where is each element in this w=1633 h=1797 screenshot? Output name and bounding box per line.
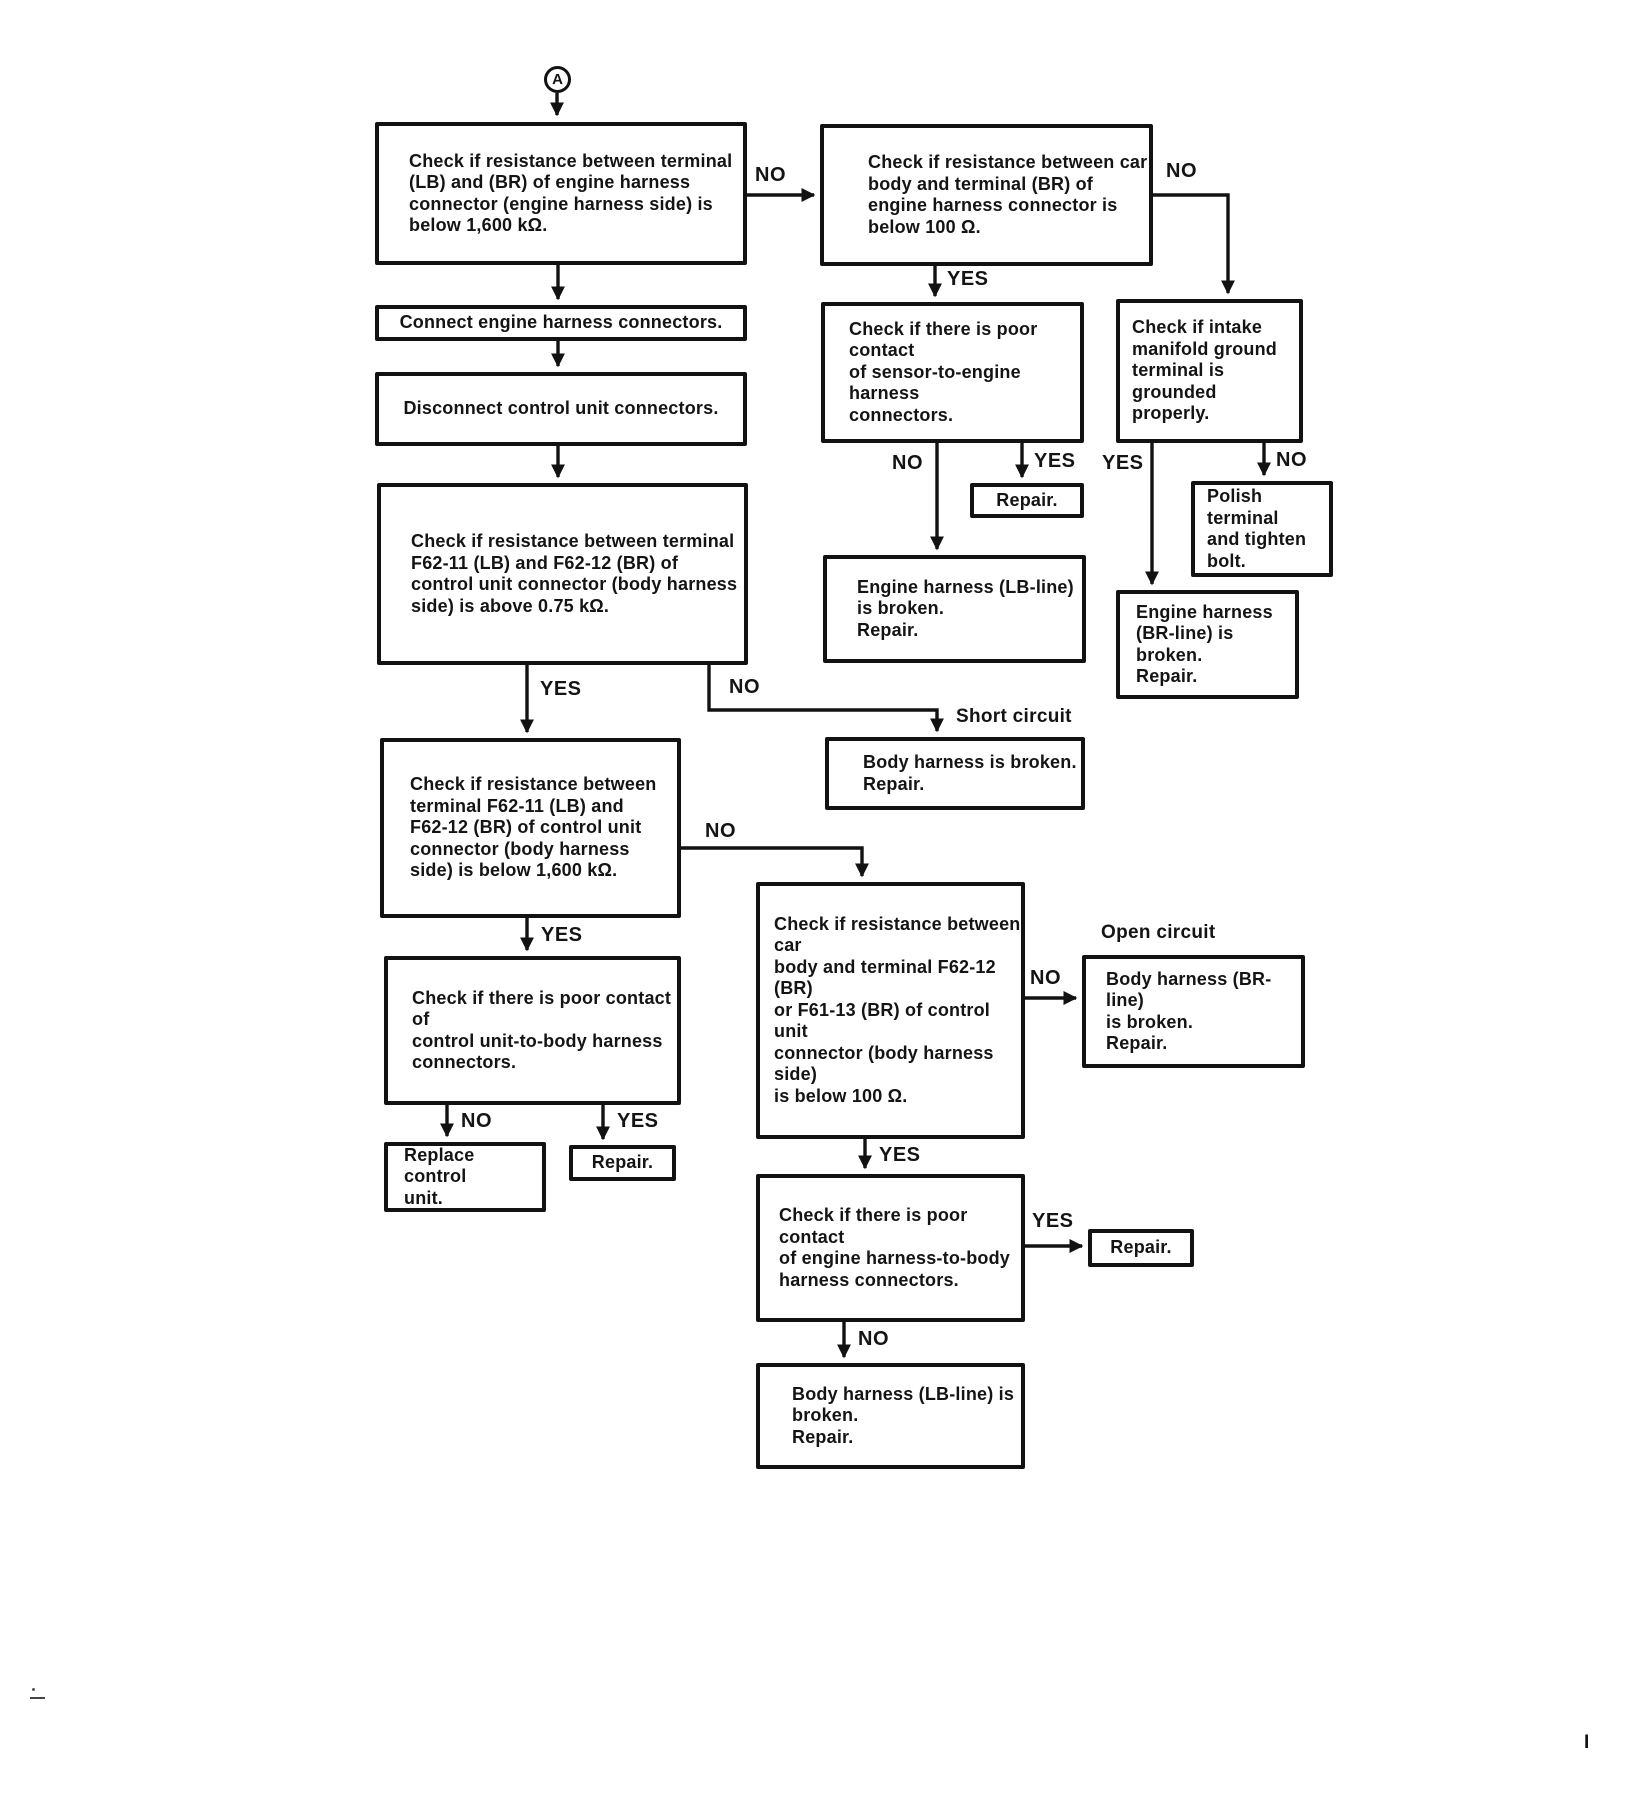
annotation-short-circuit: Short circuit xyxy=(956,706,1072,727)
edge-label-no: NO xyxy=(755,164,786,186)
node-repair-engine-body: Repair. xyxy=(1088,1229,1194,1267)
edge-label-yes: YES xyxy=(540,678,582,700)
node-body-harness-br-broken: Body harness (BR-line) is broken. Repair… xyxy=(1082,955,1305,1068)
edge-label-no: NO xyxy=(729,676,760,698)
edge-label-no: NO xyxy=(1030,967,1061,989)
node-engine-harness-br-broken: Engine harness (BR-line) is broken. Repa… xyxy=(1116,590,1299,699)
node-check-engine-harness-lb-br: Check if resistance between terminal (LB… xyxy=(375,122,747,265)
node-text: Repair. xyxy=(996,489,1058,510)
edge-label-no: NO xyxy=(858,1328,889,1350)
node-text: Replace control unit. xyxy=(404,1144,475,1208)
scan-mark-dot xyxy=(32,1688,35,1691)
node-text: Repair. xyxy=(591,1152,654,1173)
node-check-f62-below-1600: Check if resistance between terminal F62… xyxy=(380,738,681,918)
page-corner-tick: I xyxy=(1584,1732,1590,1753)
edge-label-yes: YES xyxy=(1032,1210,1074,1232)
node-text: Repair. xyxy=(1110,1237,1172,1258)
node-text: Connect engine harness connectors. xyxy=(399,312,723,333)
node-text: Body harness is broken. Repair. xyxy=(863,752,1077,794)
edge-label-no: NO xyxy=(1276,449,1307,471)
edge-label-no: NO xyxy=(1166,160,1197,182)
node-text: Polish terminal and tighten bolt. xyxy=(1207,486,1307,571)
node-disconnect-control-unit: Disconnect control unit connectors. xyxy=(375,372,747,446)
node-text: Check if resistance between terminal F62… xyxy=(411,531,738,616)
node-check-body-f62-12-below-100: Check if resistance between car body and… xyxy=(756,882,1025,1139)
edge-label-yes: YES xyxy=(1034,450,1076,472)
scan-mark-dash xyxy=(30,1697,45,1699)
node-text: Check if there is poor contact of engine… xyxy=(779,1205,1011,1290)
node-check-control-unit-contact: Check if there is poor contact of contro… xyxy=(384,956,681,1105)
node-replace-control-unit: Replace control unit. xyxy=(384,1142,546,1212)
edge-label-no: NO xyxy=(705,820,736,842)
node-check-sensor-contact: Check if there is poor contact of sensor… xyxy=(821,302,1084,443)
node-text: Check if there is poor contact of sensor… xyxy=(849,318,1038,425)
entry-connector-a: A xyxy=(544,66,571,93)
node-text: Check if resistance between car body and… xyxy=(774,913,1021,1106)
node-text: Check if resistance between terminal F62… xyxy=(410,774,657,881)
edge-label-yes: YES xyxy=(947,268,989,290)
node-repair-control-unit: Repair. xyxy=(569,1145,676,1181)
node-text: Disconnect control unit connectors. xyxy=(403,398,719,419)
edge-label-yes: YES xyxy=(879,1144,921,1166)
node-body-harness-broken: Body harness is broken. Repair. xyxy=(825,737,1085,810)
node-polish-terminal: Polish terminal and tighten bolt. xyxy=(1191,481,1333,577)
edge-label-yes: YES xyxy=(541,924,583,946)
node-text: Engine harness (LB-line) is broken. Repa… xyxy=(857,576,1074,640)
node-repair-sensor: Repair. xyxy=(970,483,1084,518)
node-text: Check if resistance between terminal (LB… xyxy=(409,150,733,236)
node-text: Engine harness (BR-line) is broken. Repa… xyxy=(1136,601,1273,687)
node-check-engine-body-contact: Check if there is poor contact of engine… xyxy=(756,1174,1025,1322)
edge-label-yes: YES xyxy=(617,1110,659,1132)
node-check-intake-ground: Check if intake manifold ground terminal… xyxy=(1116,299,1303,443)
node-connect-engine-harness: Connect engine harness connectors. xyxy=(375,305,747,341)
node-text: Body harness (LB-line) is broken. Repair… xyxy=(792,1383,1015,1447)
node-engine-harness-lb-broken: Engine harness (LB-line) is broken. Repa… xyxy=(823,555,1086,663)
node-text: Check if there is poor contact of contro… xyxy=(412,987,672,1073)
node-check-car-body-br: Check if resistance between car body and… xyxy=(820,124,1153,266)
edge-label-no: NO xyxy=(461,1110,492,1132)
node-check-f62-above-075: Check if resistance between terminal F62… xyxy=(377,483,748,665)
node-text: Check if intake manifold ground terminal… xyxy=(1132,317,1277,424)
edge-label-yes: YES xyxy=(1102,452,1144,474)
node-body-harness-lb-broken: Body harness (LB-line) is broken. Repair… xyxy=(756,1363,1025,1469)
node-text: Body harness (BR-line) is broken. Repair… xyxy=(1106,968,1272,1054)
edge-label-no: NO xyxy=(892,452,923,474)
annotation-open-circuit: Open circuit xyxy=(1101,922,1216,943)
node-text: Check if resistance between car body and… xyxy=(868,152,1148,237)
